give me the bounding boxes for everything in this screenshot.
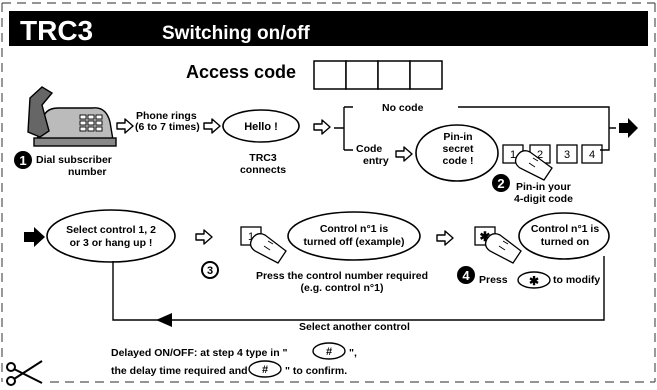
off-bubble-line1: Control n°1 is [320,223,389,235]
hello-bubble [222,109,300,143]
scissors-icon [6,360,43,386]
off-bubble-line2: turned off (example) [304,236,405,248]
keypad-key-label: 3 [564,149,570,161]
trc3-connects-line2: connects [240,164,286,176]
footer-line2-key: # [262,364,268,376]
star-key-button [517,271,551,289]
continue-arrow [619,118,638,138]
keypad-key-label: 2 [537,149,543,161]
star-key-label: ✱ [480,229,491,244]
step-3-number: 3 [207,265,213,277]
loop-back-arrowhead [156,313,172,327]
keypad-key-label: 4 [589,149,595,161]
select-bubble-line2: or 3 or hang up ! [70,237,153,249]
header-bar [9,11,648,46]
access-code-box [313,60,347,90]
step-1-label-line1: Dial subscriber [36,154,112,166]
step-3-label-line2: (e.g. control n°1) [301,282,384,294]
pin-keypad [502,144,603,164]
loop-back-line [112,256,605,321]
telephone-icon [27,86,117,147]
access-code-boxes [313,60,443,90]
loop-label: Select another control [299,321,410,333]
access-code-label: Access code [186,62,296,82]
footer-line1: Delayed ON/OFF: at step 4 type in " # ", [111,342,357,360]
pressing-finger-icon [514,150,553,181]
select-bubble [46,209,176,263]
step-2-label-line1: Pin-in your [516,181,571,193]
control-key-label: 1 [248,231,254,243]
flow-arrow [436,230,454,246]
footer-line2: the delay time required and " # " to con… [111,360,347,378]
dashed-frame [1,2,656,383]
entry-arrow [24,227,45,247]
step-3-label-line1: Press the control number required [256,270,428,282]
hash-key-button [248,360,282,378]
footer-line1-suffix: ", [349,347,357,359]
step-4-badge [457,266,475,284]
step-4-label-suffix: to modify [553,274,600,286]
keypad-key-label: 1 [510,149,516,161]
step-3-badge [201,261,219,279]
hash-key-button [312,342,346,360]
pressing-finger-icon [249,233,287,264]
merge-bracket [600,106,616,151]
phone-rings-line2: (6 to 7 times) [135,121,200,133]
pin-bubble-line1: Pin-in [443,131,472,143]
access-code-box [377,60,411,90]
keypad-key [556,144,578,164]
step-2-label-line2: 4-digit code [514,193,573,205]
footer-line2-prefix: the delay time required and " [111,365,255,377]
footer-line1-key: # [326,346,332,358]
step-1-label-line2: number [68,166,107,178]
footer-line2-suffix: " to confirm. [285,365,347,377]
footer-line1-prefix: Delayed ON/OFF: at step 4 type in " [111,347,288,359]
pin-bubble [415,124,499,182]
code-entry-line2: entry [363,155,389,167]
pin-bubble-line2: secret [443,143,474,155]
no-code-label: No code [382,102,424,114]
flow-arrow [195,229,213,245]
flow-arrow [395,146,413,162]
select-bubble-line1: Select control 1, 2 [66,224,156,236]
branch-bracket [334,106,353,151]
pin-bubble-line3: code ! [443,155,474,167]
step-1-number: 1 [19,153,26,168]
step-2-badge [492,174,510,192]
step-4-key: ✱ [529,274,539,288]
access-code-box [409,60,443,90]
flow-arrow [313,119,331,135]
phone-rings-line1: Phone rings [136,110,197,122]
header-title: Switching on/off [162,23,310,44]
step-2-number: 2 [497,176,504,191]
trc3-connects-line1: TRC3 [249,152,277,164]
hello-text: Hello ! [244,121,278,133]
on-bubble-line1: Control n°1 is [531,223,600,235]
on-bubble-line2: turned on [541,236,589,248]
on-bubble [518,212,610,260]
flow-arrow [203,118,221,134]
off-bubble [287,211,421,261]
step-1-badge [14,151,32,169]
header-model: TRC3 [20,15,93,46]
keypad-key [581,144,603,164]
flow-arrow [116,118,134,134]
step-4-label-prefix: Press [479,274,508,286]
pressing-finger-icon [484,233,522,264]
code-entry-line1: Code [356,143,382,155]
step-4-number: 4 [462,268,470,283]
access-code-box [345,60,379,90]
